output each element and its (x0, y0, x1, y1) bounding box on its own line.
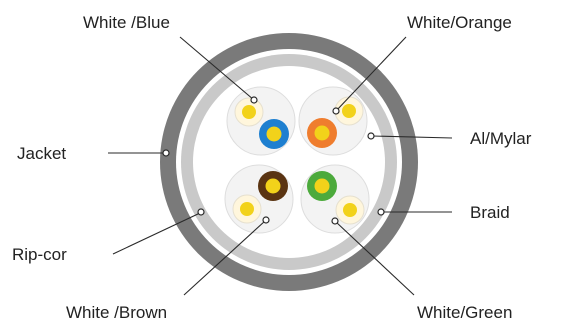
core-area (193, 66, 385, 258)
green-wire-conductor (314, 178, 330, 194)
label-braid: Braid (470, 203, 510, 222)
dot-jacket (162, 149, 170, 157)
pair-white-blue (226, 86, 296, 156)
dot-rip-cord (197, 208, 205, 216)
label-white-brown: White /Brown (66, 303, 167, 322)
leader-al-mylar (371, 135, 453, 139)
pair-foil (226, 86, 296, 156)
leader-lines (108, 36, 453, 296)
white-wire-conductor (343, 203, 357, 217)
label-jacket: Jacket (17, 144, 66, 163)
orange-wire-conductor (314, 125, 330, 141)
label-white-orange: White/Orange (407, 13, 512, 32)
dot-white-brown (262, 216, 270, 224)
pair-white-green (300, 164, 370, 234)
label-al-mylar: Al/Mylar (470, 129, 532, 148)
dot-white-green (331, 217, 339, 225)
dot-al-mylar (367, 132, 375, 140)
pair-white-brown (224, 164, 294, 234)
leader-white-green (335, 221, 415, 296)
pair-white-orange (298, 86, 368, 156)
white-wire-conductor (242, 105, 256, 119)
dot-braid (377, 208, 385, 216)
dot-white-blue (250, 96, 258, 104)
leader-white-orange (335, 36, 407, 112)
white-wire-conductor (342, 104, 356, 118)
white-wire-conductor (240, 202, 254, 216)
leader-dots (162, 96, 385, 225)
label-white-green: White/Green (417, 303, 512, 322)
label-white-blue: White /Blue (83, 13, 170, 32)
label-rip-cord: Rip-cor (12, 245, 67, 264)
leader-rip-cord (112, 212, 201, 255)
dot-white-orange (332, 107, 340, 115)
leader-white-blue (179, 36, 255, 101)
blue-wire-conductor (266, 126, 282, 142)
brown-wire-conductor (265, 178, 281, 194)
leader-white-brown (183, 220, 266, 296)
